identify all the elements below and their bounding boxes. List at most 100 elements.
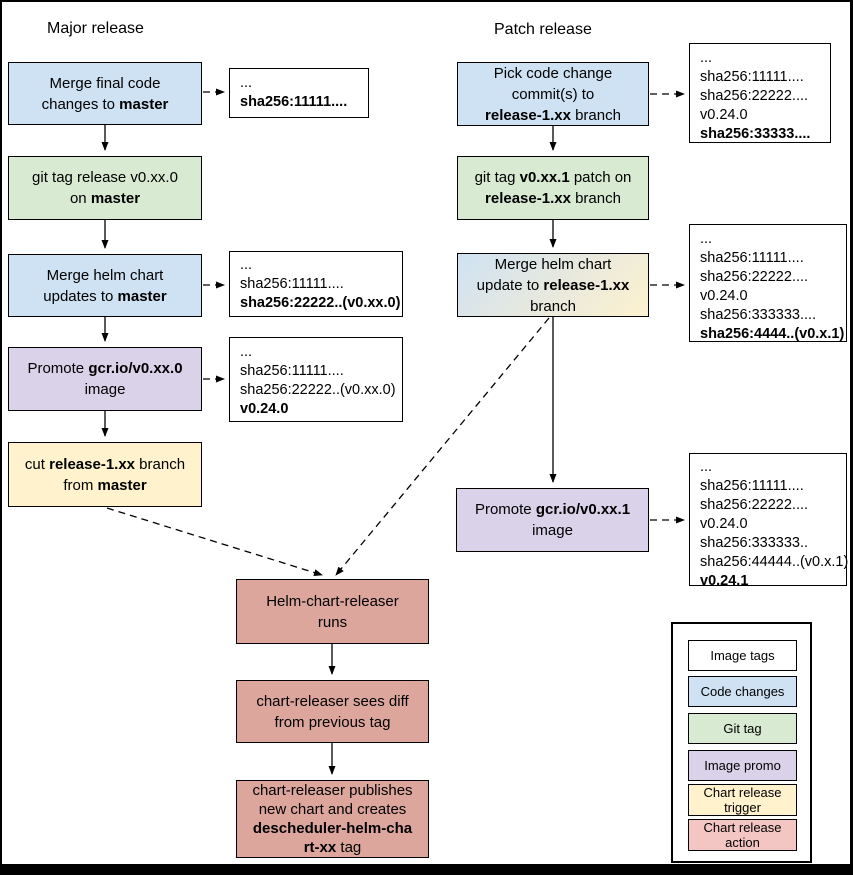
tag-line: v0.24.0 bbox=[240, 401, 289, 417]
label-part-bold: release-1.xx bbox=[485, 106, 571, 124]
label-part: Helm-chart-releaser bbox=[266, 592, 399, 610]
label-part: Merge helm chart bbox=[46, 266, 164, 284]
patch-release-title: Patch release bbox=[494, 21, 592, 38]
label-part: updates to bbox=[43, 287, 118, 305]
tag-line: sha256:11111.... bbox=[700, 69, 804, 85]
tag-line: ... bbox=[700, 50, 713, 66]
tag-box-pick-code: ... sha256:11111.... sha256:22222.... v0… bbox=[689, 43, 831, 143]
label-part: branch bbox=[570, 106, 621, 124]
node-git-tag-major: git tag release v0.xx.0 on master bbox=[8, 156, 202, 220]
label-part: Merge final code bbox=[49, 74, 161, 92]
tag-line: v0.24.0 bbox=[700, 288, 748, 304]
tag-box-merge-helm-major: ... sha256:11111.... sha256:22222..(v0.x… bbox=[229, 251, 403, 317]
tag-line: sha256:11111.... bbox=[700, 250, 804, 266]
tag-line: sha256:11111.... bbox=[240, 94, 348, 110]
label-part: cut bbox=[24, 455, 50, 473]
tag-line: sha256:333333.. bbox=[700, 535, 809, 551]
label-part: chart-releaser publishes bbox=[252, 782, 413, 799]
tag-box-merge-final: ... sha256:11111.... bbox=[229, 68, 369, 118]
label-part-bold: gcr.io/v0.xx.1 bbox=[535, 501, 631, 518]
label-part-bold: rt-xx bbox=[303, 839, 337, 856]
label-part: patch on bbox=[569, 169, 632, 186]
label-part: tag bbox=[336, 839, 362, 856]
tag-line: ... bbox=[700, 231, 713, 247]
tag-line: sha256:11111.... bbox=[240, 363, 344, 379]
tag-line: sha256:4444..(v0.x.1) bbox=[700, 326, 845, 342]
tag-line: ... bbox=[240, 75, 253, 91]
tag-line: ... bbox=[240, 344, 253, 360]
node-helm-chart-releaser-runs: Helm-chart-releaser runs bbox=[236, 579, 429, 644]
tag-line: sha256:333333.... bbox=[700, 307, 817, 323]
page-border-left bbox=[0, 0, 2, 875]
label-part: Promote bbox=[27, 360, 89, 377]
page-border-right bbox=[850, 0, 853, 875]
tag-line: sha256:22222.... bbox=[700, 497, 809, 513]
legend-item-git-tag: Git tag bbox=[688, 713, 797, 744]
label-part-bold: release-1.xx bbox=[49, 455, 136, 473]
tag-box-merge-helm-patch: ... sha256:11111.... sha256:22222.... v0… bbox=[689, 224, 847, 342]
legend-item-chart-release-action: Chart release action bbox=[688, 819, 797, 851]
major-release-title: Major release bbox=[47, 20, 144, 37]
label-part-bold: release-1.xx bbox=[485, 190, 571, 207]
label-part-bold: v0.xx.1 bbox=[519, 169, 570, 186]
label-part: Promote bbox=[474, 501, 536, 518]
label-part: git tag release v0.xx.0 bbox=[32, 169, 178, 186]
label-part: branch bbox=[530, 297, 576, 315]
node-merge-helm-release: Merge helm chart update to release-1.xx … bbox=[457, 253, 649, 317]
label-part: on bbox=[69, 190, 91, 207]
label-part: Pick code change bbox=[493, 64, 613, 82]
label-part-bold: master bbox=[117, 287, 167, 305]
label-part: chart-releaser sees diff bbox=[256, 692, 409, 710]
label-part-bold: descheduler-helm-cha bbox=[252, 820, 413, 837]
label-part: runs bbox=[317, 613, 348, 631]
legend-item-image-promo: Image promo bbox=[688, 750, 797, 781]
label-part: git tag bbox=[474, 169, 520, 186]
tag-line: sha256:22222.... bbox=[700, 88, 809, 104]
tag-line: sha256:22222.... bbox=[700, 269, 809, 285]
tag-line: sha256:11111.... bbox=[700, 478, 804, 494]
tag-line: v0.24.0 bbox=[700, 516, 748, 532]
tag-line: sha256:11111.... bbox=[240, 276, 344, 292]
tag-box-promote-major: ... sha256:11111.... sha256:22222..(v0.x… bbox=[229, 337, 403, 422]
label-part-bold: master bbox=[97, 476, 147, 494]
label-part: image bbox=[532, 522, 573, 539]
label-part: Merge helm chart bbox=[494, 255, 612, 273]
legend-item-chart-release-trigger: Chart release trigger bbox=[688, 784, 797, 816]
tag-box-promote-patch: ... sha256:11111.... sha256:22222.... v0… bbox=[689, 453, 849, 589]
label-part: branch bbox=[570, 190, 621, 207]
page-border-bottom bbox=[0, 864, 853, 875]
legend-item-image-tags: Image tags bbox=[688, 640, 797, 671]
node-merge-final-code: Merge final code changes to master bbox=[8, 62, 202, 125]
node-merge-helm-master: Merge helm chart updates to master bbox=[8, 254, 202, 317]
label-part-bold: master bbox=[90, 190, 141, 207]
label-part: from bbox=[63, 476, 98, 494]
node-git-tag-patch: git tag v0.xx.1 patch on release-1.xx br… bbox=[457, 156, 649, 220]
node-chart-releaser-sees-diff: chart-releaser sees diff from previous t… bbox=[236, 680, 429, 743]
label-part: new chart and creates bbox=[258, 801, 407, 818]
label-part-bold: master bbox=[119, 95, 169, 113]
tag-line: sha256:22222..(v0.xx.0) bbox=[240, 382, 396, 398]
legend: Image tags Code changes Git tag Image pr… bbox=[671, 622, 812, 863]
label-part: changes to bbox=[41, 95, 120, 113]
label-part: branch bbox=[135, 455, 186, 473]
tag-line: sha256:22222..(v0.xx.0) bbox=[240, 295, 401, 311]
node-promote-image-patch: Promote gcr.io/v0.xx.1 image bbox=[456, 488, 649, 552]
label-part: update to bbox=[476, 276, 544, 294]
node-chart-releaser-publishes: chart-releaser publishes new chart and c… bbox=[236, 780, 429, 858]
node-promote-image-major: Promote gcr.io/v0.xx.0 image bbox=[8, 347, 202, 411]
tag-line: v0.24.1 bbox=[700, 573, 749, 589]
label-part-bold: release-1.xx bbox=[543, 276, 630, 294]
node-pick-code-change: Pick code change commit(s) to release-1.… bbox=[457, 62, 649, 126]
dashed-arrow-cut-branch-to-releaser-runs bbox=[106, 507, 323, 576]
tag-line: v0.24.0 bbox=[700, 107, 748, 123]
tag-line: ... bbox=[700, 459, 713, 475]
legend-item-code-changes: Code changes bbox=[688, 676, 797, 707]
label-part: commit(s) to bbox=[511, 85, 595, 103]
node-cut-release-branch: cut release-1.xx branch from master bbox=[8, 442, 202, 507]
tag-line: sha256:44444..(v0.x.1) bbox=[700, 554, 849, 570]
label-part: from previous tag bbox=[274, 713, 391, 731]
tag-line: ... bbox=[240, 257, 253, 273]
label-part: image bbox=[84, 381, 126, 398]
tag-line: sha256:33333.... bbox=[700, 126, 811, 142]
